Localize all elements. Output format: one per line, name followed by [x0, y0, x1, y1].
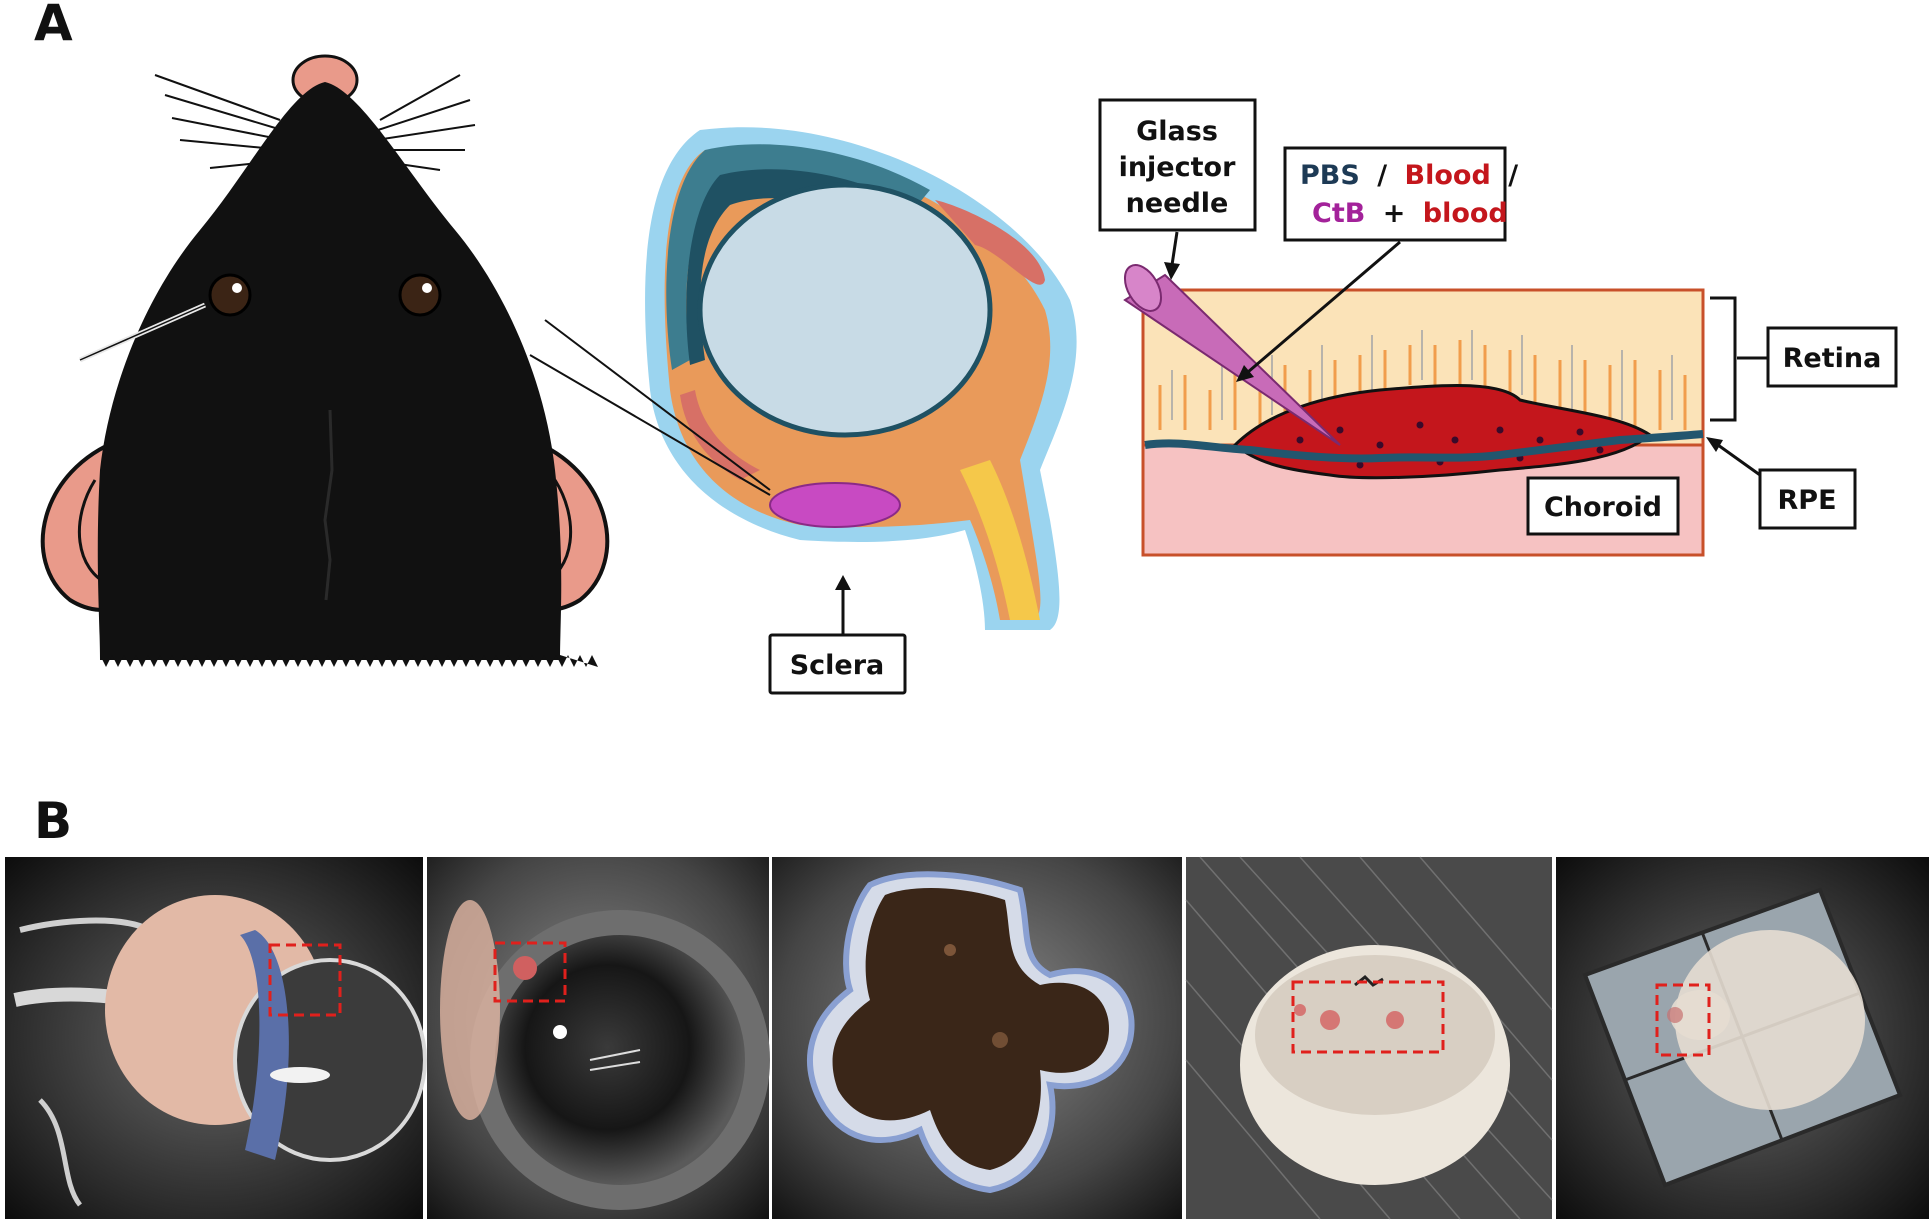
plus-text: + [1383, 198, 1406, 229]
choroid-label: Choroid [1526, 476, 1680, 536]
retina-schematic [1123, 264, 1737, 557]
retina-text: Retina [1783, 343, 1882, 374]
rpe-text: RPE [1777, 485, 1836, 516]
highlight-box-4 [1291, 980, 1445, 1054]
pbs-text: PBS [1300, 160, 1360, 191]
eye-side-view-photo [5, 857, 427, 1219]
needle-label-line3: needle [1126, 188, 1229, 219]
retina-layer [666, 144, 930, 370]
slash2-text: / [1508, 160, 1518, 191]
vitreous-body [697, 182, 993, 438]
rpe-layer [1144, 430, 1704, 463]
panel-a-letter: A [34, 0, 73, 52]
rpe-label: RPE [1706, 437, 1857, 530]
needle-label-line2: injector [1119, 152, 1237, 183]
retina-cup-photo [1185, 856, 1553, 1220]
sclera-label: Sclera [768, 575, 907, 695]
eye-cross-section [529, 127, 1077, 631]
blood2-text: blood [1423, 198, 1508, 229]
mouse-right-eye [398, 273, 442, 317]
blood-text: Blood [1405, 160, 1491, 191]
flatmount-choroid-photo [772, 857, 1182, 1219]
glass-injector-needle-label: Glass injector needle [1098, 98, 1257, 280]
injection-bleb [769, 482, 901, 528]
needle-label-line1: Glass [1136, 116, 1218, 147]
eye-front-view-photo [427, 857, 770, 1219]
highlight-box-5 [1655, 983, 1711, 1057]
highlight-box-1 [268, 943, 342, 1017]
injectate-line1: PBS / Blood / [1300, 160, 1518, 191]
eye-needle [544, 319, 771, 491]
injectate-label: PBS / Blood / CtB + blood [1236, 146, 1518, 382]
slash1-text: / [1377, 160, 1387, 191]
sclera-text: Sclera [790, 650, 885, 681]
panel-b-letter: B [34, 792, 72, 850]
retina-slide-photo [1556, 857, 1929, 1219]
retina-label: Retina [1737, 326, 1898, 388]
highlight-box-2 [493, 941, 567, 1003]
injectate-line2: CtB + blood [1312, 198, 1508, 229]
mouse-head-illustration [40, 54, 610, 667]
ctb-text: CtB [1312, 198, 1365, 229]
choroid-text: Choroid [1544, 492, 1662, 523]
mouse-left-eye [208, 273, 252, 317]
mouse-head [97, 82, 562, 660]
